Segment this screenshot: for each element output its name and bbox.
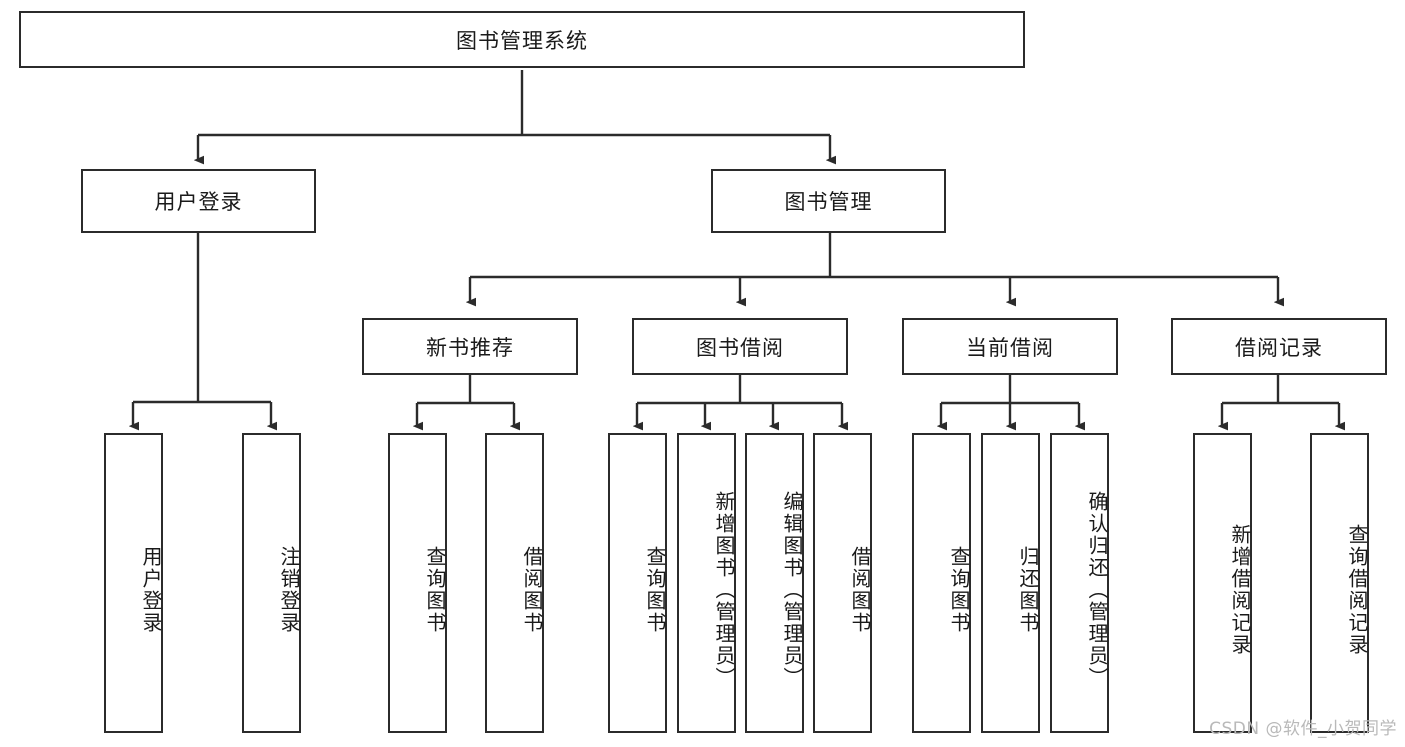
node-label: 查询图书 xyxy=(947,546,971,634)
node-label: 新书推荐 xyxy=(426,335,514,360)
leaf-borrow-book-recommend[interactable]: 借阅图书 xyxy=(485,433,544,733)
node-label: 新增借阅记录 xyxy=(1228,524,1252,656)
node-label: 借阅图书 xyxy=(848,546,872,634)
node-label: 编辑图书（管理员） xyxy=(780,491,804,689)
node-label: 注销登录 xyxy=(277,546,301,634)
node-label: 借阅图书 xyxy=(520,546,544,634)
node-user-login[interactable]: 用户登录 xyxy=(81,169,316,233)
leaf-query-book-recommend[interactable]: 查询图书 xyxy=(388,433,447,733)
node-book-management[interactable]: 图书管理 xyxy=(711,169,946,233)
node-label: 归还图书 xyxy=(1016,546,1040,634)
leaf-query-book-current[interactable]: 查询图书 xyxy=(912,433,971,733)
node-new-book-recommend[interactable]: 新书推荐 xyxy=(362,318,578,375)
leaf-query-book-borrow[interactable]: 查询图书 xyxy=(608,433,667,733)
node-label: 用户登录 xyxy=(154,190,243,214)
leaf-query-borrow-record[interactable]: 查询借阅记录 xyxy=(1310,433,1369,733)
node-label: 确认归还（管理员） xyxy=(1085,491,1109,689)
leaf-add-borrow-record[interactable]: 新增借阅记录 xyxy=(1193,433,1252,733)
node-label: 查询借阅记录 xyxy=(1345,524,1369,656)
watermark-text: CSDN @软件_小贺同学 xyxy=(1209,719,1397,739)
leaf-logout-login[interactable]: 注销登录 xyxy=(242,433,301,733)
node-book-management-system[interactable]: 图书管理系统 xyxy=(19,11,1025,68)
node-label: 图书借阅 xyxy=(696,335,784,360)
leaf-return-book[interactable]: 归还图书 xyxy=(981,433,1040,733)
node-label: 查询图书 xyxy=(643,546,667,634)
leaf-user-login[interactable]: 用户登录 xyxy=(104,433,163,733)
node-book-borrow[interactable]: 图书借阅 xyxy=(632,318,848,375)
node-label: 当前借阅 xyxy=(966,335,1054,360)
node-current-borrow[interactable]: 当前借阅 xyxy=(902,318,1118,375)
leaf-add-book-admin[interactable]: 新增图书（管理员） xyxy=(677,433,736,733)
node-label: 借阅记录 xyxy=(1235,335,1323,360)
node-label: 用户登录 xyxy=(139,546,163,634)
node-label: 查询图书 xyxy=(423,546,447,634)
node-label: 图书管理 xyxy=(784,190,873,214)
node-borrow-record[interactable]: 借阅记录 xyxy=(1171,318,1387,375)
node-label: 新增图书（管理员） xyxy=(712,491,736,689)
leaf-edit-book-admin[interactable]: 编辑图书（管理员） xyxy=(745,433,804,733)
leaf-borrow-book-borrow[interactable]: 借阅图书 xyxy=(813,433,872,733)
leaf-confirm-return-admin[interactable]: 确认归还（管理员） xyxy=(1050,433,1109,733)
node-label: 图书管理系统 xyxy=(456,28,588,53)
